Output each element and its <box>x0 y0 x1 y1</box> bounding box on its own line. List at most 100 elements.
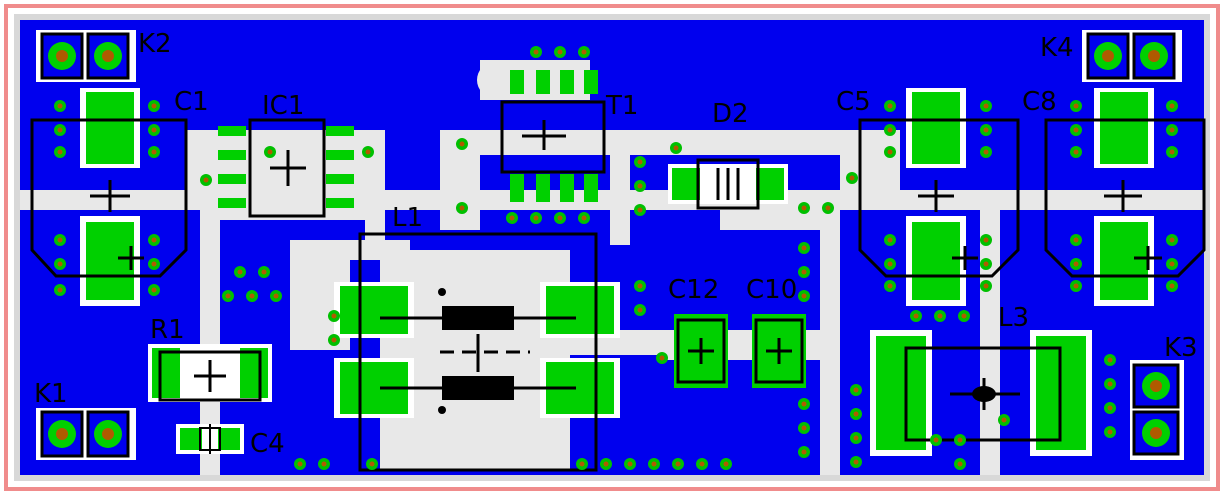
via-hole <box>637 307 643 313</box>
connector-k2 <box>36 30 136 82</box>
label-k4: K4 <box>1040 33 1074 63</box>
via-hole <box>459 141 465 147</box>
via-hole <box>581 49 587 55</box>
transistor-t1 <box>500 70 606 202</box>
via-hole <box>1073 283 1079 289</box>
label-c8: C8 <box>1022 87 1057 117</box>
via-hole <box>887 237 893 243</box>
label-k3: K3 <box>1164 333 1198 363</box>
via-hole <box>651 461 657 467</box>
inductor-l3 <box>870 330 1092 456</box>
via-hole <box>933 437 939 443</box>
inductor-l1 <box>334 232 620 472</box>
label-l1: L1 <box>392 203 423 233</box>
label-c1: C1 <box>174 87 209 117</box>
via-hole <box>533 49 539 55</box>
via-hole <box>961 313 967 319</box>
via-hole <box>1169 237 1175 243</box>
via-hole <box>1169 149 1175 155</box>
via-hole <box>913 313 919 319</box>
via-hole <box>267 149 273 155</box>
label-c10: C10 <box>746 275 797 305</box>
via-hole <box>1107 429 1113 435</box>
via-hole <box>853 411 859 417</box>
connector-k4 <box>1082 30 1182 82</box>
via-hole <box>801 449 807 455</box>
via-hole <box>57 149 63 155</box>
via-hole <box>57 103 63 109</box>
via-hole <box>937 313 943 319</box>
via-hole <box>57 127 63 133</box>
via-hole <box>1073 149 1079 155</box>
via-hole <box>331 337 337 343</box>
via-hole <box>1073 237 1079 243</box>
via-hole <box>673 145 679 151</box>
via-hole <box>557 49 563 55</box>
capacitor-c12 <box>674 314 728 388</box>
label-c12: C12 <box>668 275 719 305</box>
connector-k1 <box>36 408 136 460</box>
via-hole <box>57 237 63 243</box>
via-hole <box>321 461 327 467</box>
via-hole <box>1001 417 1007 423</box>
via-hole <box>509 215 515 221</box>
via-hole <box>699 461 705 467</box>
via-hole <box>369 461 375 467</box>
via-hole <box>581 215 587 221</box>
ic-ic1 <box>218 118 354 218</box>
via-hole <box>801 245 807 251</box>
via-hole <box>331 313 337 319</box>
via-hole <box>957 461 963 467</box>
via-hole <box>151 237 157 243</box>
via-hole <box>57 261 63 267</box>
connector-k3 <box>1130 360 1184 460</box>
via-hole <box>1107 381 1113 387</box>
via-hole <box>983 149 989 155</box>
label-k2: K2 <box>138 29 172 59</box>
label-c4: C4 <box>250 429 285 459</box>
resistor-r1 <box>148 344 272 402</box>
via-hole <box>637 207 643 213</box>
via-hole <box>297 461 303 467</box>
via-hole <box>983 127 989 133</box>
via-hole <box>603 461 609 467</box>
via-hole <box>57 287 63 293</box>
via-hole <box>887 103 893 109</box>
via-hole <box>637 283 643 289</box>
via-hole <box>1169 127 1175 133</box>
label-c5: C5 <box>836 87 871 117</box>
diode-d2 <box>668 158 788 210</box>
capacitor-c10 <box>752 314 806 388</box>
capacitor-c4 <box>176 424 244 454</box>
via-hole <box>825 205 831 211</box>
via-hole <box>723 461 729 467</box>
via-hole <box>365 149 371 155</box>
via-hole <box>983 283 989 289</box>
via-hole <box>1073 127 1079 133</box>
via-hole <box>249 293 255 299</box>
via-hole <box>261 269 267 275</box>
via-hole <box>1073 261 1079 267</box>
via-hole <box>1073 103 1079 109</box>
via-hole <box>983 103 989 109</box>
via-hole <box>151 149 157 155</box>
via-hole <box>533 215 539 221</box>
label-d2: D2 <box>712 99 749 129</box>
via-hole <box>801 205 807 211</box>
label-k1: K1 <box>34 379 68 409</box>
via-hole <box>853 435 859 441</box>
via-hole <box>1107 405 1113 411</box>
capacitor-c1 <box>30 88 188 306</box>
via-hole <box>151 127 157 133</box>
via-hole <box>225 293 231 299</box>
via-hole <box>887 283 893 289</box>
via-hole <box>887 261 893 267</box>
via-hole <box>459 205 465 211</box>
label-ic1: IC1 <box>262 91 304 121</box>
via-hole <box>579 461 585 467</box>
via-hole <box>557 215 563 221</box>
via-hole <box>659 355 665 361</box>
capacitor-c8 <box>1044 88 1206 306</box>
via-hole <box>637 159 643 165</box>
via-hole <box>853 459 859 465</box>
